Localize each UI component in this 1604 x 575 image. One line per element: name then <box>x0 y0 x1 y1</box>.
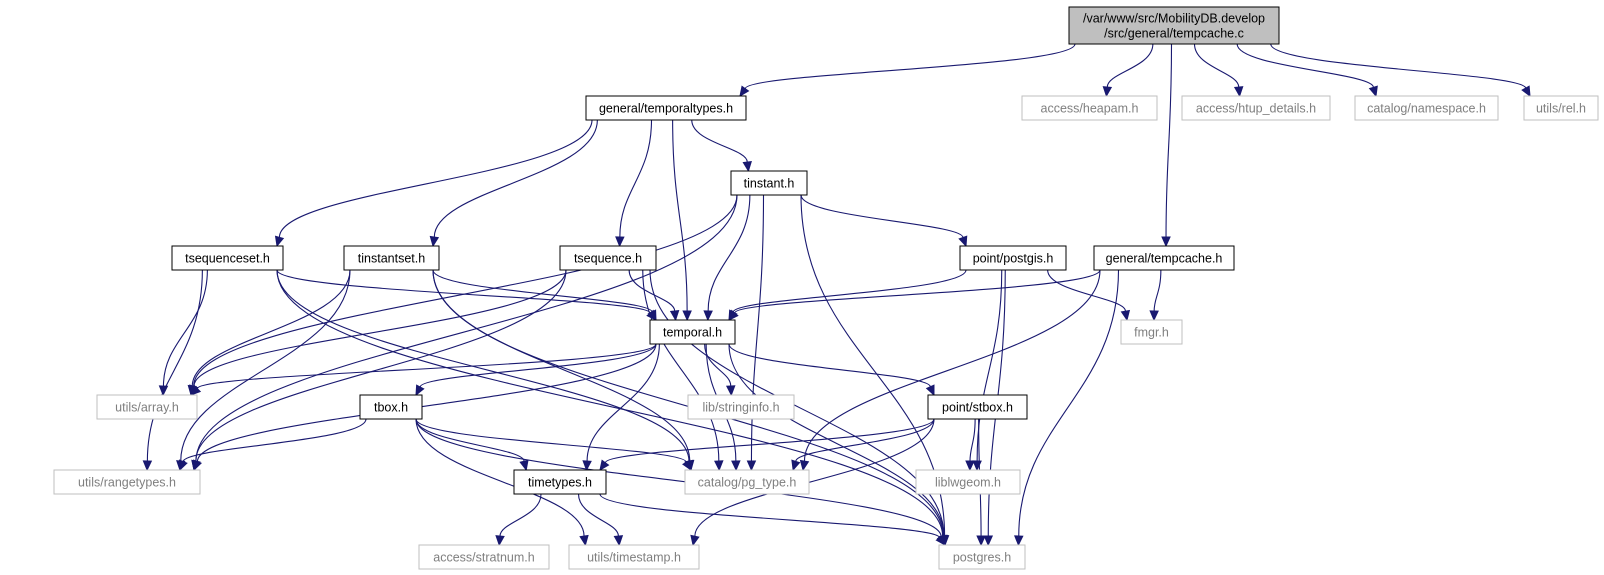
edge-temporaltypes-to-tsequenceset <box>274 119 593 248</box>
edge-tsequenceset-to-pgtype <box>276 269 694 472</box>
node-label-namespace: catalog/namespace.h <box>1367 102 1486 116</box>
node-tinstantset[interactable]: tinstantset.h <box>343 245 440 271</box>
node-fmgr: fmgr.h <box>1120 319 1183 345</box>
node-stringinfo: lib/stringinfo.h <box>687 394 795 420</box>
edge-tinstantset-to-pgtype <box>432 269 695 472</box>
node-tbox[interactable]: tbox.h <box>359 394 423 420</box>
node-namespace: catalog/namespace.h <box>1354 95 1499 121</box>
node-label-pgtype: catalog/pg_type.h <box>698 476 797 490</box>
node-label-heapam: access/heapam.h <box>1041 102 1139 116</box>
edge-root-to-rel <box>1270 43 1531 98</box>
node-label-tsequence: tsequence.h <box>574 252 642 266</box>
edge-tsequence-to-temporal <box>628 269 680 322</box>
edge-tempcacheh-to-fmgr <box>1149 269 1162 322</box>
edge-tempcacheh-to-postgres <box>1014 269 1120 547</box>
node-label-stratnum: access/stratnum.h <box>433 551 534 565</box>
edge-stbox-to-timetypes <box>599 418 935 471</box>
edge-tinstant-to-postgis <box>800 194 968 248</box>
edge-timetypes-to-stratnum <box>495 493 542 547</box>
edge-temporaltypes-to-tsequence <box>615 119 653 248</box>
node-label-root: /var/www/src/MobilityDB.develop <box>1083 12 1265 26</box>
edge-timetypes-to-timestamp <box>577 493 624 547</box>
node-liblwgeom: liblwgeom.h <box>915 469 1021 495</box>
edge-tbox-to-pgtype <box>415 418 692 472</box>
node-stratnum: access/stratnum.h <box>418 544 550 570</box>
edge-temporal-to-timetypes <box>582 343 660 472</box>
node-timestamp: utils/timestamp.h <box>568 544 700 570</box>
edge-tsequence-to-pgtype <box>642 269 724 472</box>
node-label-tbox: tbox.h <box>374 401 408 415</box>
edge-root-to-htup <box>1193 43 1244 98</box>
node-array: utils/array.h <box>96 394 198 420</box>
node-label-timestamp: utils/timestamp.h <box>587 551 681 565</box>
edge-postgis-to-temporal <box>728 269 967 322</box>
node-tinstant[interactable]: tinstant.h <box>730 170 808 196</box>
node-label-rel: utils/rel.h <box>1536 102 1586 116</box>
node-label-timetypes: timetypes.h <box>528 476 592 490</box>
edge-postgis-to-liblwgeom <box>972 269 1003 472</box>
node-tsequenceset[interactable]: tsequenceset.h <box>171 245 284 271</box>
edge-temporal-to-array <box>190 343 657 396</box>
nodes-layer: /var/www/src/MobilityDB.develop/src/gene… <box>53 6 1599 570</box>
edge-stbox-to-pgtype <box>791 418 935 472</box>
edge-tsequenceset-to-temporal <box>276 269 657 321</box>
node-timetypes[interactable]: timetypes.h <box>513 469 607 495</box>
edge-postgis-to-fmgr <box>1047 269 1131 322</box>
edge-temporal-to-tbox <box>415 343 657 397</box>
node-label-temporal: temporal.h <box>663 326 722 340</box>
edge-temporal-to-stringinfo <box>704 343 736 397</box>
node-label-fmgr: fmgr.h <box>1134 326 1169 340</box>
node-rangetypes: utils/rangetypes.h <box>53 469 201 495</box>
edge-tinstantset-to-temporal <box>432 269 657 322</box>
edge-tinstant-to-pgtype <box>746 194 765 472</box>
edge-tempcacheh-to-pgtype <box>799 269 1101 472</box>
node-label-postgres: postgres.h <box>953 551 1011 565</box>
edge-tempcacheh-to-temporal <box>728 269 1101 321</box>
node-temporaltypes[interactable]: general/temporaltypes.h <box>585 95 747 121</box>
node-pgtype: catalog/pg_type.h <box>684 469 810 495</box>
node-label-root-line2: /src/general/tempcache.c <box>1104 27 1244 41</box>
edge-stbox-to-timestamp <box>690 418 935 547</box>
edge-root-to-namespace <box>1236 43 1378 98</box>
node-root[interactable]: /var/www/src/MobilityDB.develop/src/gene… <box>1068 6 1280 45</box>
node-label-postgis: point/postgis.h <box>973 252 1054 266</box>
node-label-tinstant: tinstant.h <box>744 177 795 191</box>
edge-tbox-to-timetypes <box>415 418 529 472</box>
node-tempcacheh[interactable]: general/tempcache.h <box>1093 245 1235 271</box>
edge-temporaltypes-to-tinstantset <box>429 119 598 248</box>
node-tsequence[interactable]: tsequence.h <box>559 245 657 271</box>
edge-temporal-to-rangetypes <box>193 343 657 472</box>
node-label-tinstantset: tinstantset.h <box>358 252 425 266</box>
node-stbox[interactable]: point/stbox.h <box>927 394 1028 420</box>
node-heapam: access/heapam.h <box>1021 95 1158 121</box>
edge-tinstant-to-temporal <box>703 194 751 322</box>
node-label-array: utils/array.h <box>115 401 179 415</box>
edge-root-to-heapam <box>1102 43 1154 98</box>
node-temporal[interactable]: temporal.h <box>649 319 736 345</box>
node-label-stringinfo: lib/stringinfo.h <box>702 401 779 415</box>
node-postgres: postgres.h <box>938 544 1026 570</box>
edge-temporal-to-stbox <box>728 343 935 397</box>
node-label-rangetypes: utils/rangetypes.h <box>78 476 176 490</box>
edge-root-to-temporaltypes <box>739 43 1076 98</box>
node-label-tsequenceset: tsequenceset.h <box>185 252 270 266</box>
edge-tinstantset-to-array <box>187 269 351 397</box>
node-htup: access/htup_details.h <box>1181 95 1331 121</box>
node-label-htup: access/htup_details.h <box>1196 102 1316 116</box>
node-label-temporaltypes: general/temporaltypes.h <box>599 102 733 116</box>
edge-tbox-to-timestamp <box>415 418 589 547</box>
edge-root-to-tempcacheh <box>1161 43 1173 248</box>
node-rel: utils/rel.h <box>1523 95 1599 121</box>
node-label-liblwgeom: liblwgeom.h <box>935 476 1001 490</box>
edge-tbox-to-rangetypes <box>178 418 367 472</box>
edge-tsequenceset-to-rangetypes <box>142 269 203 472</box>
node-label-tempcacheh: general/tempcache.h <box>1106 252 1223 266</box>
edge-temporaltypes-to-temporal <box>672 119 692 322</box>
node-label-stbox: point/stbox.h <box>942 401 1013 415</box>
edge-temporaltypes-to-tinstant <box>691 119 752 173</box>
node-postgis[interactable]: point/postgis.h <box>959 245 1067 271</box>
edge-timetypes-to-postgres <box>599 493 946 546</box>
edge-stbox-to-liblwgeom <box>965 418 976 472</box>
